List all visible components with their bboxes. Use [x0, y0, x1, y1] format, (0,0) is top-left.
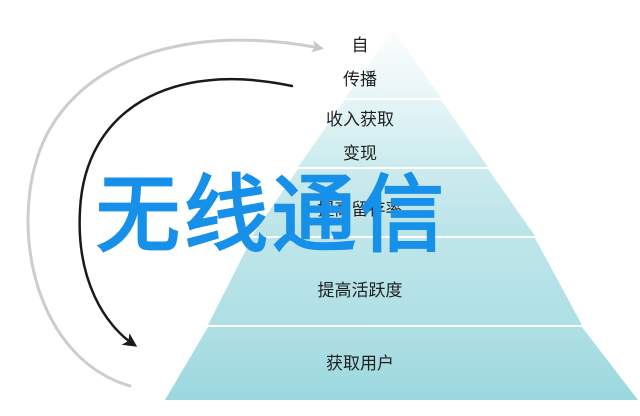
- cycle-arrow-outer: [26, 38, 324, 388]
- pyramid-tier-5: [165, 327, 638, 400]
- tier-1-label-line-1: 自: [351, 36, 369, 56]
- tier-2-label-line-2: 变现: [343, 144, 377, 164]
- watermark-text: 无线通信: [96, 166, 449, 264]
- tier-2-label-line-1: 收入获取: [326, 110, 394, 130]
- pyramid-tier-2: [298, 100, 488, 167]
- pyramid-tier-4: [208, 238, 582, 325]
- tier-1-label-line-2: 传播: [343, 70, 377, 90]
- pyramid-tier-3: [252, 169, 535, 236]
- tier-4-label: 提高活跃度: [317, 281, 403, 301]
- cycle-arrow-inner: [78, 77, 294, 347]
- tier-5-label: 获取用户: [326, 354, 394, 374]
- tier-3-label: 提高留存率: [317, 200, 403, 220]
- pyramid-tier-1: [345, 30, 441, 98]
